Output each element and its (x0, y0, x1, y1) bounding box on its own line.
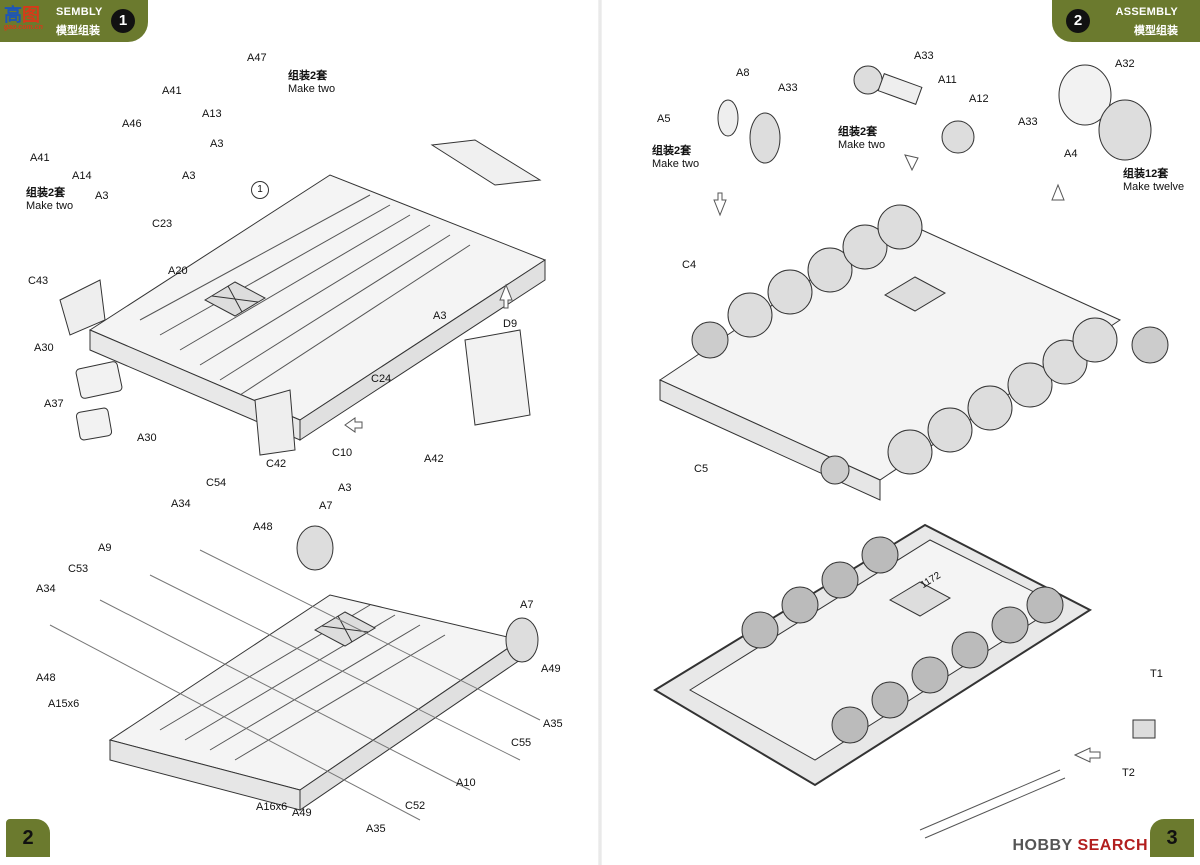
part-label: A41 (30, 152, 50, 164)
site-logo: 高图 gao.com.cn (4, 6, 74, 40)
part-label: A11 (938, 74, 957, 86)
part-label: A30 (34, 342, 54, 354)
assembly-banner-right: 2 ASSEMBLY 模型组装 (1052, 0, 1200, 42)
quantity-note-en: Make two (838, 139, 886, 151)
quantity-note: 组装2套 Make two (26, 187, 73, 213)
part-label: A35 (543, 718, 563, 730)
banner-title-en: SEMBLY (56, 6, 103, 18)
part-label: C10 (332, 447, 353, 459)
part-label: C5 (694, 463, 709, 475)
part-label: A35 (366, 823, 386, 835)
quantity-note-en: Make two (288, 83, 336, 95)
logo-url: gao.com.cn (4, 24, 43, 31)
part-label: A15x6 (48, 698, 80, 710)
logo-char-1: 高 (4, 5, 22, 25)
hull-upper-drawing (59, 139, 547, 456)
quantity-note-zh: 组装2套 (838, 126, 878, 138)
page-number-left: 2 (6, 819, 50, 857)
part-label: C52 (405, 800, 426, 812)
part-label: C23 (152, 218, 173, 230)
part-label: A16x6 (256, 801, 288, 813)
part-label: D9 (503, 318, 518, 330)
direction-arrows (344, 154, 1101, 763)
quantity-note-en: Make two (26, 200, 74, 212)
part-label: A47 (247, 52, 267, 64)
part-label: A7 (520, 599, 534, 611)
part-label: A12 (969, 93, 989, 105)
quantity-note: 组装2套 Make two (652, 145, 699, 171)
part-label: A30 (137, 432, 157, 444)
part-label: A41 (162, 85, 182, 97)
banner-title-en: ASSEMBLY (1115, 6, 1178, 18)
part-label: A33 (1018, 116, 1038, 128)
part-label: A33 (914, 50, 934, 62)
part-label: A20 (168, 265, 188, 277)
banner-title-zh: 模型组装 (1134, 25, 1178, 37)
page-number-right: 3 (1150, 819, 1194, 857)
quantity-note-zh: 组装2套 (652, 145, 692, 157)
part-label: A34 (171, 498, 191, 510)
part-label: A48 (253, 521, 273, 533)
part-label: A5 (657, 113, 671, 125)
part-label: A3 (95, 190, 109, 202)
part-label: C53 (68, 563, 89, 575)
step-number: 2 (1066, 9, 1090, 33)
part-label: T2 (1122, 767, 1135, 779)
part-label: A13 (202, 108, 222, 120)
part-label: C55 (511, 737, 532, 749)
quantity-note-zh: 组装2套 (26, 187, 66, 199)
watermark-suffix: SEARCH (1077, 837, 1148, 854)
part-label: A8 (736, 67, 750, 79)
quantity-note: 组装2套 Make two (288, 70, 335, 96)
quantity-note: 组装12套 Make twelve (1123, 168, 1184, 194)
hobbysearch-watermark: HOBBY SEARCH (1012, 837, 1148, 855)
quantity-note-zh: 组装2套 (288, 70, 328, 82)
part-label: A3 (182, 170, 196, 182)
part-label: A42 (424, 453, 444, 465)
part-label: A48 (36, 672, 56, 684)
part-label: A3 (338, 482, 352, 494)
part-label: A49 (292, 807, 312, 819)
part-label: A4 (1064, 148, 1078, 160)
quantity-note-en: Make twelve (1123, 181, 1185, 193)
part-label: A34 (36, 583, 56, 595)
step-number: 1 (111, 9, 135, 33)
callout-circle: 1 (251, 181, 269, 199)
part-label: A32 (1115, 58, 1135, 70)
part-label: C42 (266, 458, 287, 470)
banner-title-zh: 模型组装 (56, 25, 100, 37)
chassis-with-wheels-drawing (658, 204, 1169, 501)
part-label: C43 (28, 275, 49, 287)
part-label: C4 (682, 259, 697, 271)
page-gutter (598, 0, 602, 865)
part-label: A37 (44, 398, 64, 410)
logo-char-2: 图 (22, 5, 40, 25)
part-label: A49 (541, 663, 561, 675)
part-label: A33 (778, 82, 798, 94)
assembly-banner-left: 高图 gao.com.cn SEMBLY 模型组装 1 (0, 0, 148, 42)
part-label: C54 (206, 477, 227, 489)
part-label: A46 (122, 118, 142, 130)
quantity-note-en: Make two (652, 158, 700, 170)
wheel-subassemblies-drawing (717, 64, 1152, 164)
quantity-note: 组装2套 Make two (838, 126, 885, 152)
part-label: A3 (210, 138, 224, 150)
part-label: A3 (433, 310, 447, 322)
part-label: A14 (72, 170, 92, 182)
tracked-chassis-drawing (653, 523, 1156, 839)
watermark-brand: HOBBY (1012, 837, 1073, 854)
right-instruction-page: 2 ASSEMBLY 模型组装 3 (600, 0, 1200, 865)
part-label: C24 (371, 373, 392, 385)
part-label: T1 (1150, 668, 1163, 680)
part-label: A7 (319, 500, 333, 512)
part-label: A10 (456, 777, 476, 789)
left-instruction-page: 高图 gao.com.cn SEMBLY 模型组装 1 2 (0, 0, 148, 857)
quantity-note-zh: 组装12套 (1123, 168, 1169, 180)
part-label: A9 (98, 542, 112, 554)
hull-lower-drawing (49, 525, 541, 821)
